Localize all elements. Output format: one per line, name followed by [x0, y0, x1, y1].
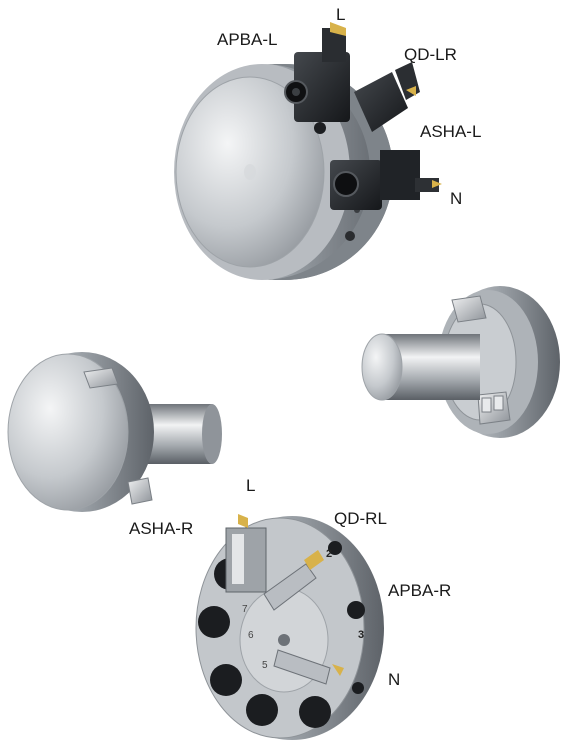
- top-bolt-icon: [314, 122, 326, 134]
- top-tool-holder-qd-lr: [354, 62, 420, 132]
- top-tool-holder-apba-l: [284, 52, 350, 122]
- label-top-n: N: [450, 189, 462, 208]
- label-bottom-apba-r: APBA-R: [388, 581, 451, 600]
- label-top-asha-l: ASHA-L: [420, 122, 481, 141]
- label-bottom-n: N: [388, 670, 400, 689]
- top-tool-holder-asha-l: [330, 150, 442, 210]
- station-number-3: 3: [358, 629, 364, 641]
- label-top-apba-l: APBA-L: [217, 30, 277, 49]
- label-top-l: L: [336, 5, 345, 24]
- station-number-6: 6: [248, 630, 254, 641]
- left-chuck-with-bar: [7, 352, 222, 512]
- right-chuck-with-bar: [361, 286, 560, 438]
- bottom-turret-disc: [195, 514, 384, 740]
- station-number-2: 2: [326, 548, 332, 560]
- label-bottom-l: L: [246, 476, 255, 495]
- label-bottom-qd-rl: QD-RL: [334, 509, 387, 528]
- station-number-5: 5: [262, 660, 268, 671]
- top-tool-l: [322, 22, 346, 62]
- label-top-qd-lr: QD-LR: [404, 45, 457, 64]
- label-bottom-asha-r: ASHA-R: [129, 519, 193, 538]
- station-number-7: 7: [242, 604, 248, 615]
